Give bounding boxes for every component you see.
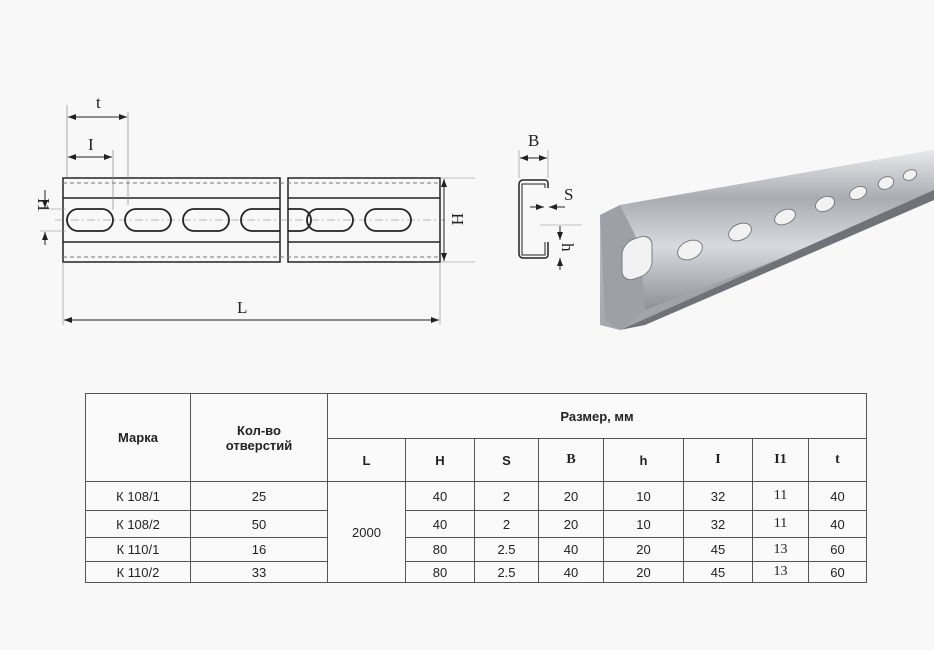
cell-h: 10 (603, 510, 684, 538)
cell-S: 2 (474, 510, 539, 538)
spec-table: Марка Кол-во отверстий Размер, мм L H S … (85, 393, 867, 583)
header-I1: I1 (752, 438, 809, 482)
cell-holes: 25 (190, 481, 328, 511)
table-row: К 108/1 25 2000 40 2 20 10 32 11 40 (85, 481, 867, 583)
table-row: К 108/2 50 40 2 20 10 32 11 40 (85, 510, 867, 538)
header-H: H (405, 438, 475, 482)
table-row: К 110/1 16 80 2.5 40 20 45 13 60 (85, 537, 867, 562)
dim-label-L: L (237, 298, 247, 317)
rail-front-view (40, 105, 475, 325)
cell-holes: 16 (190, 537, 328, 562)
cell-S: 2.5 (474, 561, 539, 583)
cell-I: 45 (683, 537, 753, 562)
cell-h: 10 (603, 481, 684, 511)
cell-holes: 33 (190, 561, 328, 583)
cell-B: 20 (538, 510, 604, 538)
cell-B: 40 (538, 537, 604, 562)
cell-marka: К 108/1 (85, 481, 191, 511)
cell-t: 60 (808, 561, 867, 583)
cell-B: 40 (538, 561, 604, 583)
cell-I: 32 (683, 481, 753, 511)
cell-I1: 11 (752, 510, 809, 538)
cell-L: 2000 (327, 481, 406, 583)
dim-label-B: B (528, 131, 539, 150)
header-holes: Кол-во отверстий (190, 393, 328, 482)
cell-H: 80 (405, 561, 475, 583)
cell-t: 60 (808, 537, 867, 562)
cell-t: 40 (808, 481, 867, 511)
dim-label-I1: I1 (34, 198, 53, 212)
cell-H: 40 (405, 510, 475, 538)
cell-holes: 50 (190, 510, 328, 538)
dim-label-h: h (558, 243, 577, 252)
cell-h: 20 (603, 561, 684, 583)
cell-H: 40 (405, 481, 475, 511)
dim-label-I: I (88, 135, 94, 154)
technical-drawing: t I I1 H L B S h (34, 93, 934, 330)
cell-h: 20 (603, 537, 684, 562)
cell-t: 40 (808, 510, 867, 538)
cell-I: 32 (683, 510, 753, 538)
cell-S: 2 (474, 481, 539, 511)
cell-marka: К 110/2 (85, 561, 191, 583)
cell-H: 80 (405, 537, 475, 562)
header-h: h (603, 438, 684, 482)
header-S: S (474, 438, 539, 482)
header-t: t (808, 438, 867, 482)
header-B: B (538, 438, 604, 482)
dim-label-H: H (448, 213, 467, 225)
dim-label-t: t (96, 93, 101, 112)
rail-product-photo (600, 150, 934, 330)
header-size-group: Размер, мм (327, 393, 867, 439)
rail-cross-section (518, 150, 582, 270)
header-I: I (683, 438, 753, 482)
cell-marka: К 108/2 (85, 510, 191, 538)
cell-I: 45 (683, 561, 753, 583)
cell-I1: 13 (752, 561, 809, 583)
cell-marka: К 110/1 (85, 537, 191, 562)
cell-S: 2.5 (474, 537, 539, 562)
cell-B: 20 (538, 481, 604, 511)
dim-label-S: S (564, 185, 573, 204)
table-row: К 110/2 33 80 2.5 40 20 45 13 60 (85, 561, 867, 583)
header-L: L (327, 438, 406, 482)
header-marka: Марка (85, 393, 191, 482)
cell-I1: 11 (752, 481, 809, 511)
cell-I1: 13 (752, 537, 809, 562)
